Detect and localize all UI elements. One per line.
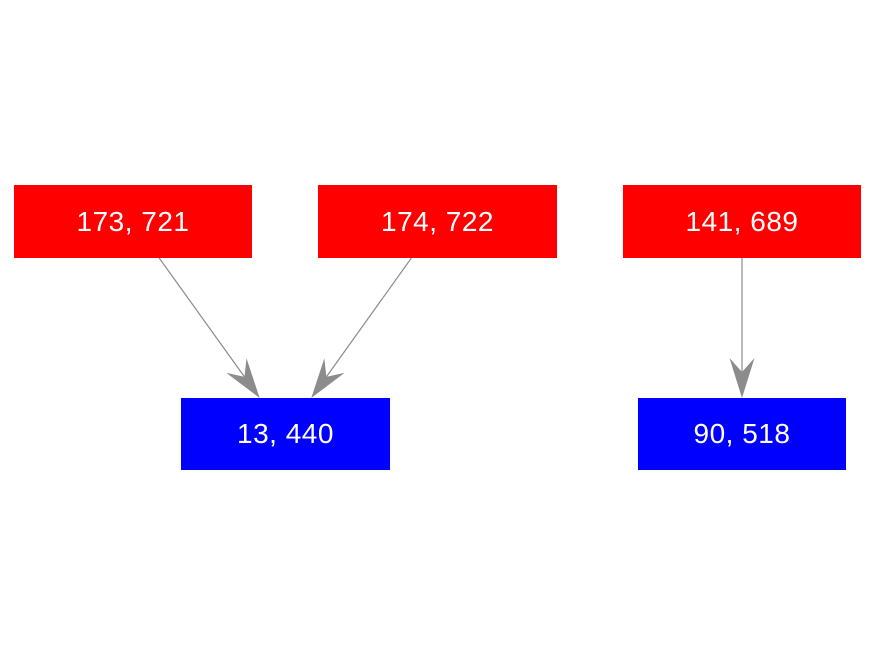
edge-arrowhead [311, 358, 345, 398]
edge-line [325, 257, 412, 378]
node-173-721: 173, 721 [14, 185, 252, 258]
node-label: 13, 440 [237, 418, 334, 449]
node-174-722: 174, 722 [318, 185, 557, 258]
node-label: 141, 689 [685, 205, 799, 237]
edge-arrowhead [226, 358, 260, 398]
node-90-518: 90, 518 [638, 398, 846, 470]
edge-arrowhead [729, 358, 755, 398]
node-label: 173, 721 [76, 205, 190, 237]
node-13-440: 13, 440 [181, 398, 390, 470]
node-label: 174, 722 [381, 205, 494, 237]
edge-line [158, 257, 245, 378]
node-label: 90, 518 [693, 418, 791, 449]
node-141-689: 141, 689 [623, 185, 861, 258]
